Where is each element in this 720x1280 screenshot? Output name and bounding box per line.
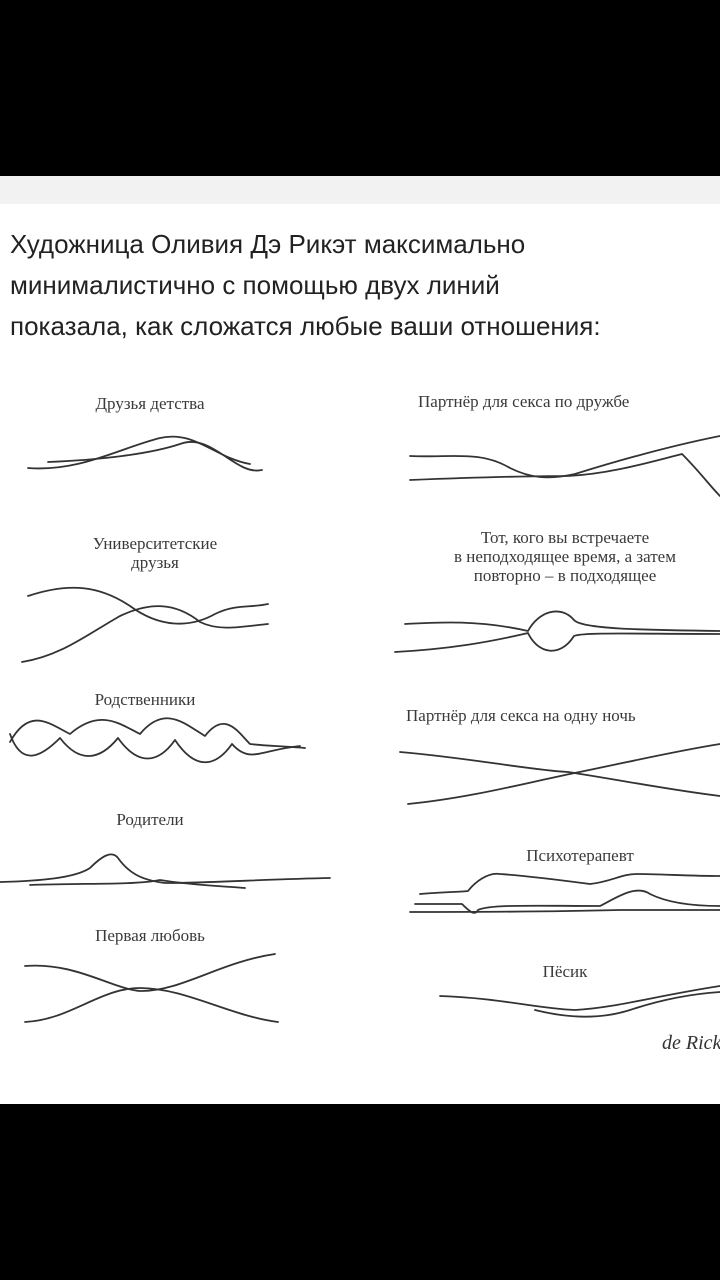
label-childhood-friends: Друзья детства xyxy=(95,394,205,413)
label-friends-with-benefits: Партнёр для секса по дружбе xyxy=(418,392,630,411)
label-dog: Пёсик xyxy=(542,962,588,981)
drawing-university-friends xyxy=(21,586,269,663)
artist-signature: de Ricket xyxy=(662,1032,720,1054)
label-first-love: Первая любовь xyxy=(95,926,205,945)
label-one-night-stand: Партнёр для секса на одну ночь xyxy=(406,706,636,725)
drawing-therapist xyxy=(409,872,720,914)
bottom-black-bar xyxy=(0,1104,720,1280)
label-university-friends: Университетские друзья xyxy=(92,534,218,572)
drawing-relatives xyxy=(9,717,306,764)
drawing-childhood-friends xyxy=(27,435,263,472)
drawing-parents xyxy=(0,853,331,889)
label-wrong-time-person: Тот, кого вы встречаете в неподходящее в… xyxy=(454,528,676,585)
label-therapist: Психотерапевт xyxy=(526,846,634,865)
relationship-line-drawings xyxy=(0,435,720,1023)
post-card: Художница Оливия Дэ Рикэт максимально ми… xyxy=(0,204,720,1104)
label-parents: Родители xyxy=(116,810,184,829)
caption-line-3: показала, как сложатся любые ваши отноше… xyxy=(10,311,601,341)
separator-strip xyxy=(0,176,720,204)
top-black-bar xyxy=(0,0,720,176)
post-caption: Художница Оливия Дэ Рикэт максимально ми… xyxy=(10,224,710,347)
drawing-wrong-then-right-time xyxy=(394,610,720,653)
drawing-dog xyxy=(439,985,720,1018)
drawing-one-night-stand xyxy=(399,743,720,805)
caption-line-1: Художница Оливия Дэ Рикэт максимально xyxy=(10,229,526,259)
caption-line-2: минималистично с помощью двух линий xyxy=(10,270,500,300)
drawing-first-love xyxy=(24,953,279,1023)
label-relatives: Родственники xyxy=(94,690,196,709)
drawing-friends-with-benefits xyxy=(409,435,720,497)
